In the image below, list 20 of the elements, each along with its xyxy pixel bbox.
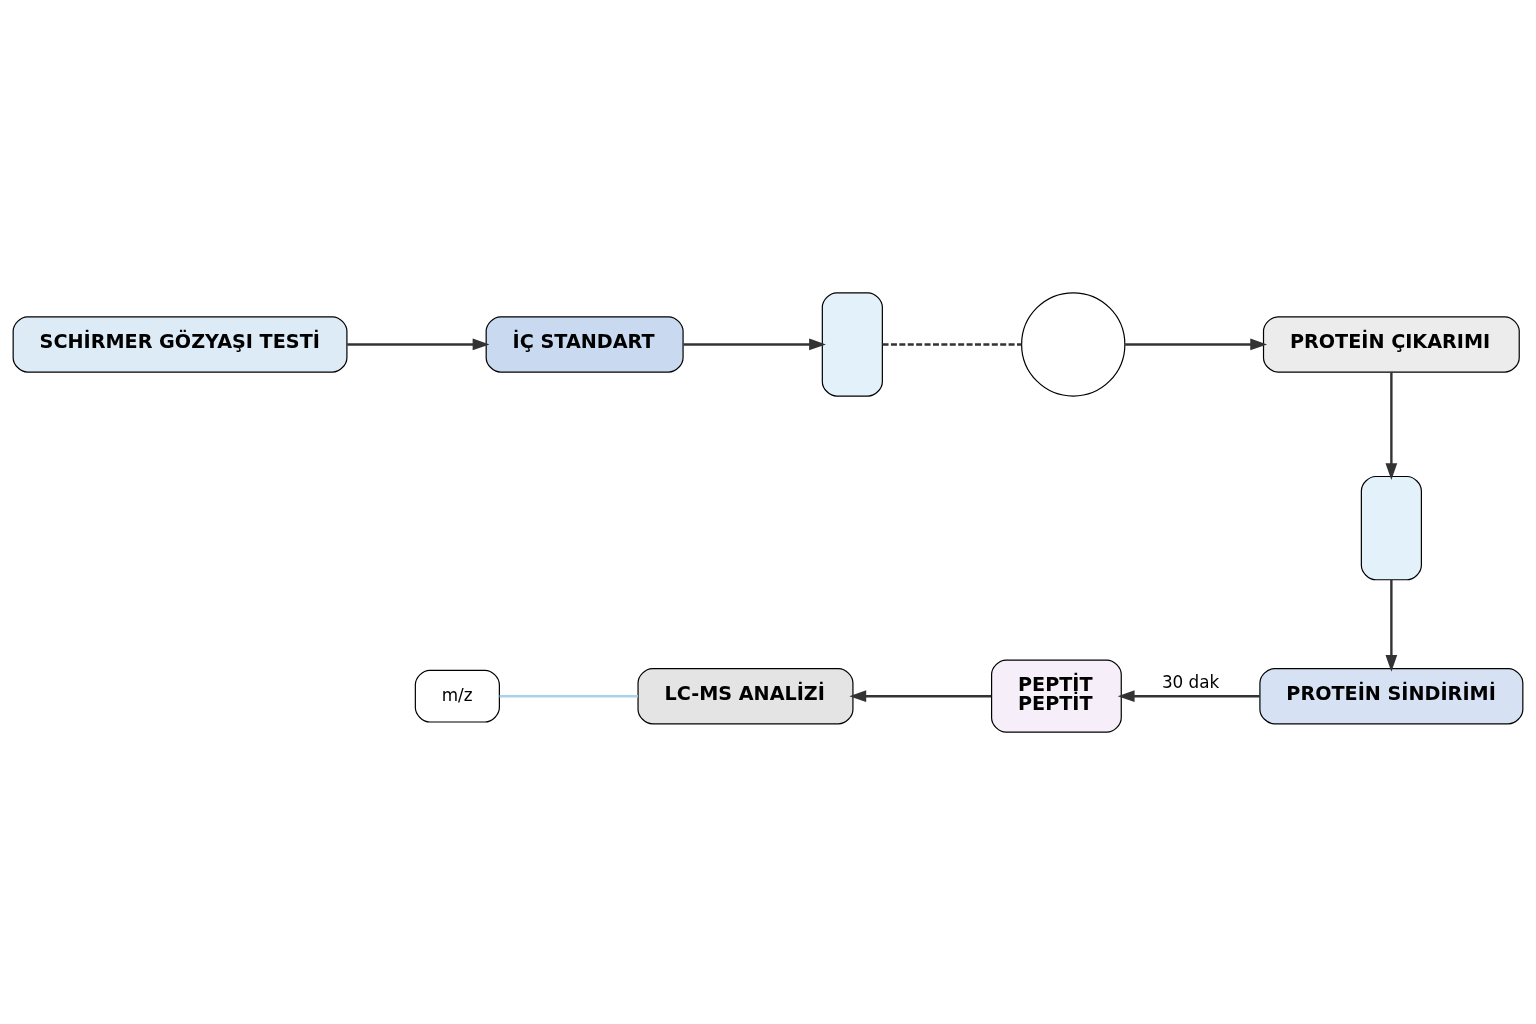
- arrow: [849, 689, 992, 702]
- node-box: m/z: [414, 669, 500, 723]
- edge-label: 30 dak: [1161, 671, 1220, 692]
- node-box: LC-MS ANALİZİ: [637, 667, 854, 724]
- arrow: [1125, 338, 1268, 350]
- node-box: PROTEİN ÇIKARIMI: [1262, 315, 1520, 373]
- node-box: PEPTİT PEPTİT: [991, 659, 1122, 733]
- node-box: PROTEİN SİNDİRİMİ: [1259, 667, 1524, 724]
- arrow: [1385, 579, 1398, 672]
- arrow: [347, 338, 490, 350]
- node-box: İÇ STANDART: [485, 315, 684, 373]
- node-circle: [1021, 291, 1126, 397]
- node-box: [1360, 475, 1422, 580]
- arrow: [1385, 371, 1398, 480]
- node-box: [821, 291, 883, 397]
- arrow: [683, 338, 826, 350]
- node-box: SCHİRMER GÖZYAŞI TESTİ: [12, 315, 348, 373]
- arrow: [1117, 689, 1260, 702]
- connector: [499, 694, 638, 697]
- connector: [882, 342, 1022, 346]
